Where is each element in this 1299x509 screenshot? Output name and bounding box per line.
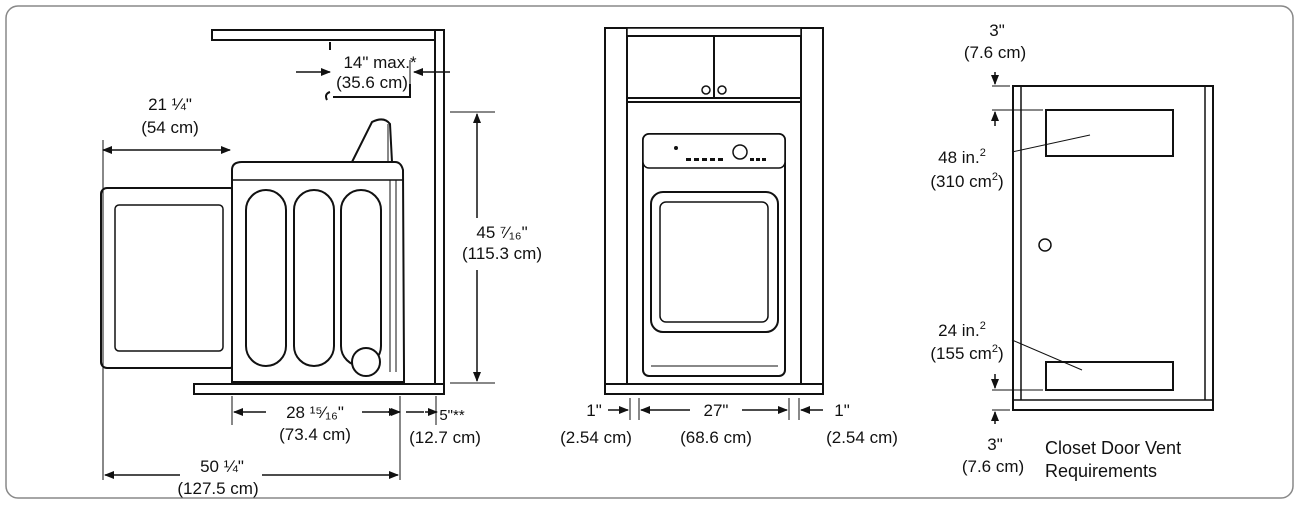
top-vent-in: 48 in.2 (938, 147, 986, 167)
door-width-cm: (54 cm) (141, 118, 199, 137)
height-in: 45 ⁷⁄₁₆" (476, 223, 527, 242)
bottom-margin-cm: (7.6 cm) (962, 457, 1024, 476)
cabinet-knob-left (701, 85, 711, 95)
door-window (114, 204, 224, 352)
depth-in: 28 ¹⁵⁄₁₆" (286, 403, 344, 422)
bottom-margin-in: 3" (987, 435, 1003, 454)
width-in: 27" (704, 401, 729, 420)
side-view: 21 ¼" (54 cm) 14" max.* (35.6 cm) 45 ⁷⁄₁… (100, 29, 542, 498)
control-dial (732, 144, 748, 160)
dryer-door (650, 191, 779, 333)
caption-line-1: Closet Door Vent (1045, 438, 1181, 458)
vent-outlet (351, 347, 381, 377)
outer-frame (5, 5, 1294, 499)
closet-door-view: 3" (7.6 cm) 48 in.2 (310 cm2) 24 in.2 (1… (930, 21, 1214, 481)
bottom-vent-cm: (155 cm2) (930, 343, 1003, 363)
control-console-side (350, 118, 394, 163)
depth-cm: (73.4 cm) (279, 425, 351, 444)
control-panel (642, 133, 786, 169)
closet-floor (193, 383, 445, 395)
front-view: 1" (2.54 cm) 27" (68.6 cm) 1" (2.54 cm) (560, 27, 898, 447)
left-gap-in: 1" (586, 401, 602, 420)
total-depth-in: 50 ¼" (200, 457, 244, 476)
bottom-vent-opening (1045, 361, 1174, 391)
rear-clearance-cm: (35.6 cm) (336, 73, 408, 92)
side-panel-rib-2 (293, 189, 335, 367)
dryer-door-open (100, 187, 237, 369)
width-cm: (68.6 cm) (680, 428, 752, 447)
top-vent-cm: (310 cm2) (930, 171, 1003, 191)
left-gap-cm: (2.54 cm) (560, 428, 632, 447)
right-gap-in: 1" (834, 401, 850, 420)
closet-top-shelf (211, 29, 445, 41)
closet-back-wall (434, 29, 445, 395)
right-gap-cm: (2.54 cm) (826, 428, 898, 447)
total-depth-cm: (127.5 cm) (177, 479, 258, 498)
shelf-bracket (325, 42, 411, 101)
back-gap-cm: (12.7 cm) (409, 428, 481, 447)
caption-line-2: Requirements (1045, 461, 1157, 481)
top-vent-opening (1045, 109, 1174, 157)
back-gap-in: 5"** (439, 407, 465, 424)
bottom-vent-in: 24 in.2 (938, 320, 986, 340)
door-knob (1038, 238, 1052, 252)
top-margin-in: 3" (989, 21, 1005, 40)
top-margin-cm: (7.6 cm) (964, 43, 1026, 62)
height-cm: (115.3 cm) (462, 244, 542, 263)
cabinet-knob-right (717, 85, 727, 95)
dryer-door-window (659, 201, 769, 323)
dryer-cabinet-side (231, 161, 405, 383)
rear-clearance-in: 14" max.* (343, 53, 417, 72)
side-panel-rib-1 (245, 189, 287, 367)
door-width-in: 21 ¼" (148, 95, 192, 114)
closet-front-floor (604, 383, 824, 395)
